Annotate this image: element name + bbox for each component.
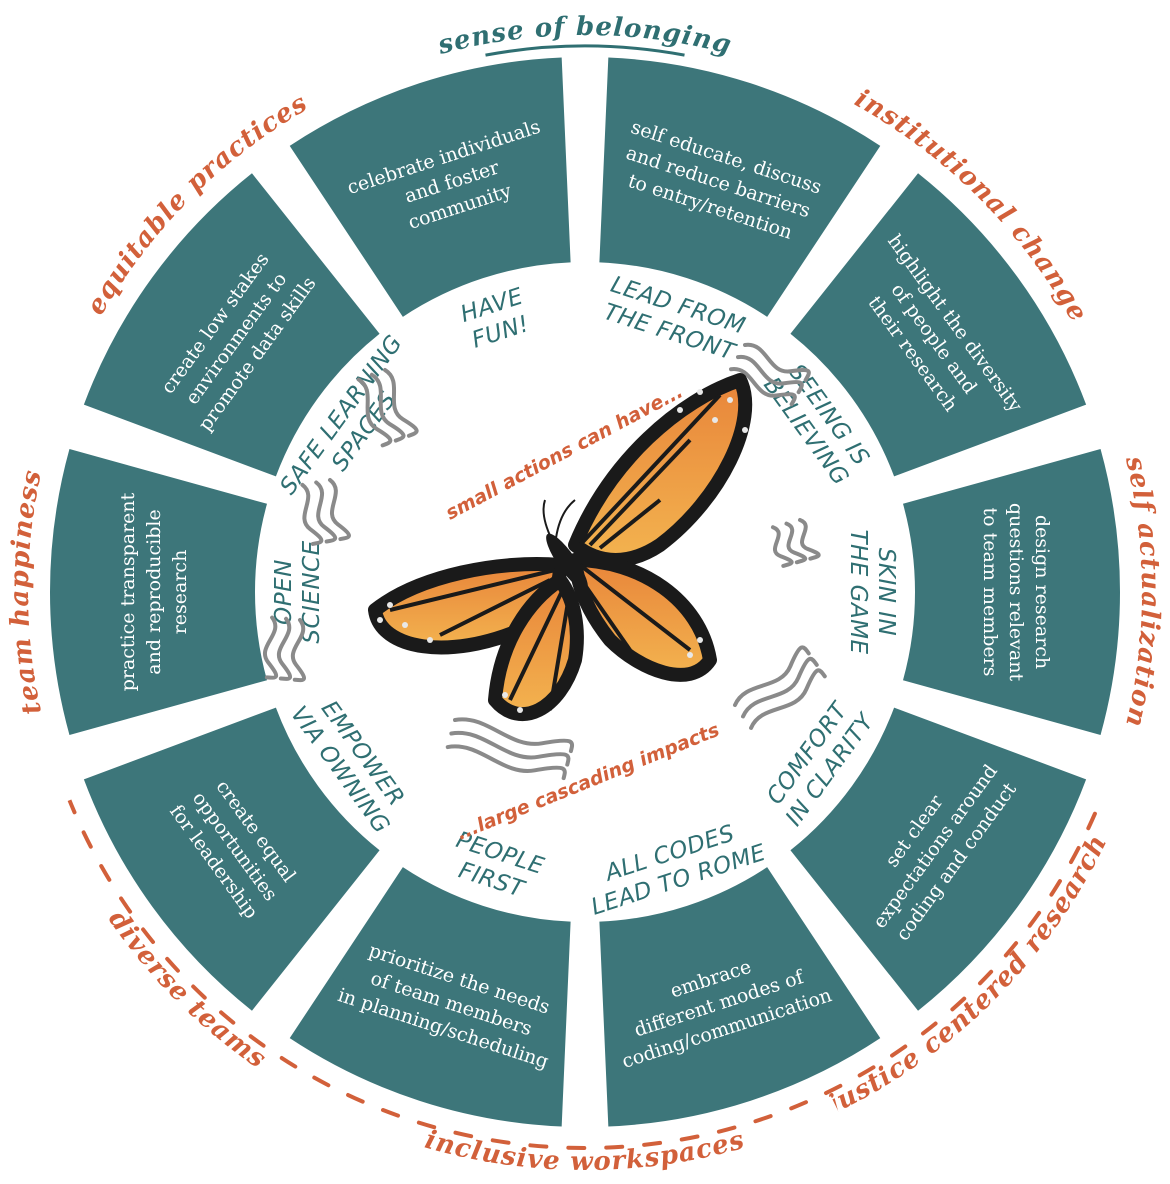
segment-block-4 bbox=[790, 707, 1087, 1011]
inner-label-line: OPEN bbox=[271, 559, 297, 625]
segment-text-line: research bbox=[169, 550, 191, 635]
inner-label-line: THE GAME bbox=[845, 529, 871, 654]
segment-block-5 bbox=[599, 867, 881, 1127]
center-bottom-text: ...large cascading impacts bbox=[454, 719, 723, 845]
segment-text-line: and reproducible bbox=[143, 509, 165, 674]
ripple-lines bbox=[263, 342, 827, 781]
segment-text-line: questions relevant bbox=[1005, 503, 1027, 682]
butterfly-body bbox=[546, 533, 588, 591]
monarch-butterfly-icon bbox=[368, 373, 753, 722]
segment-block-7 bbox=[83, 707, 380, 1011]
sense-of-belonging-underline bbox=[485, 44, 685, 57]
segment-text-line: practice transparent bbox=[117, 492, 139, 691]
segment-block-1 bbox=[599, 57, 881, 317]
segment-block-9 bbox=[83, 173, 380, 477]
segment-block-8 bbox=[49, 449, 268, 735]
segment-text-line: design research bbox=[1031, 515, 1053, 669]
segment-block-2 bbox=[790, 173, 1087, 477]
segment-text-line: to team members bbox=[979, 508, 1001, 677]
segment-block-3 bbox=[902, 449, 1120, 735]
inner-label-line: SKIN IN bbox=[873, 548, 899, 636]
segment-block-6 bbox=[289, 867, 571, 1127]
segment-block-0 bbox=[289, 57, 571, 317]
